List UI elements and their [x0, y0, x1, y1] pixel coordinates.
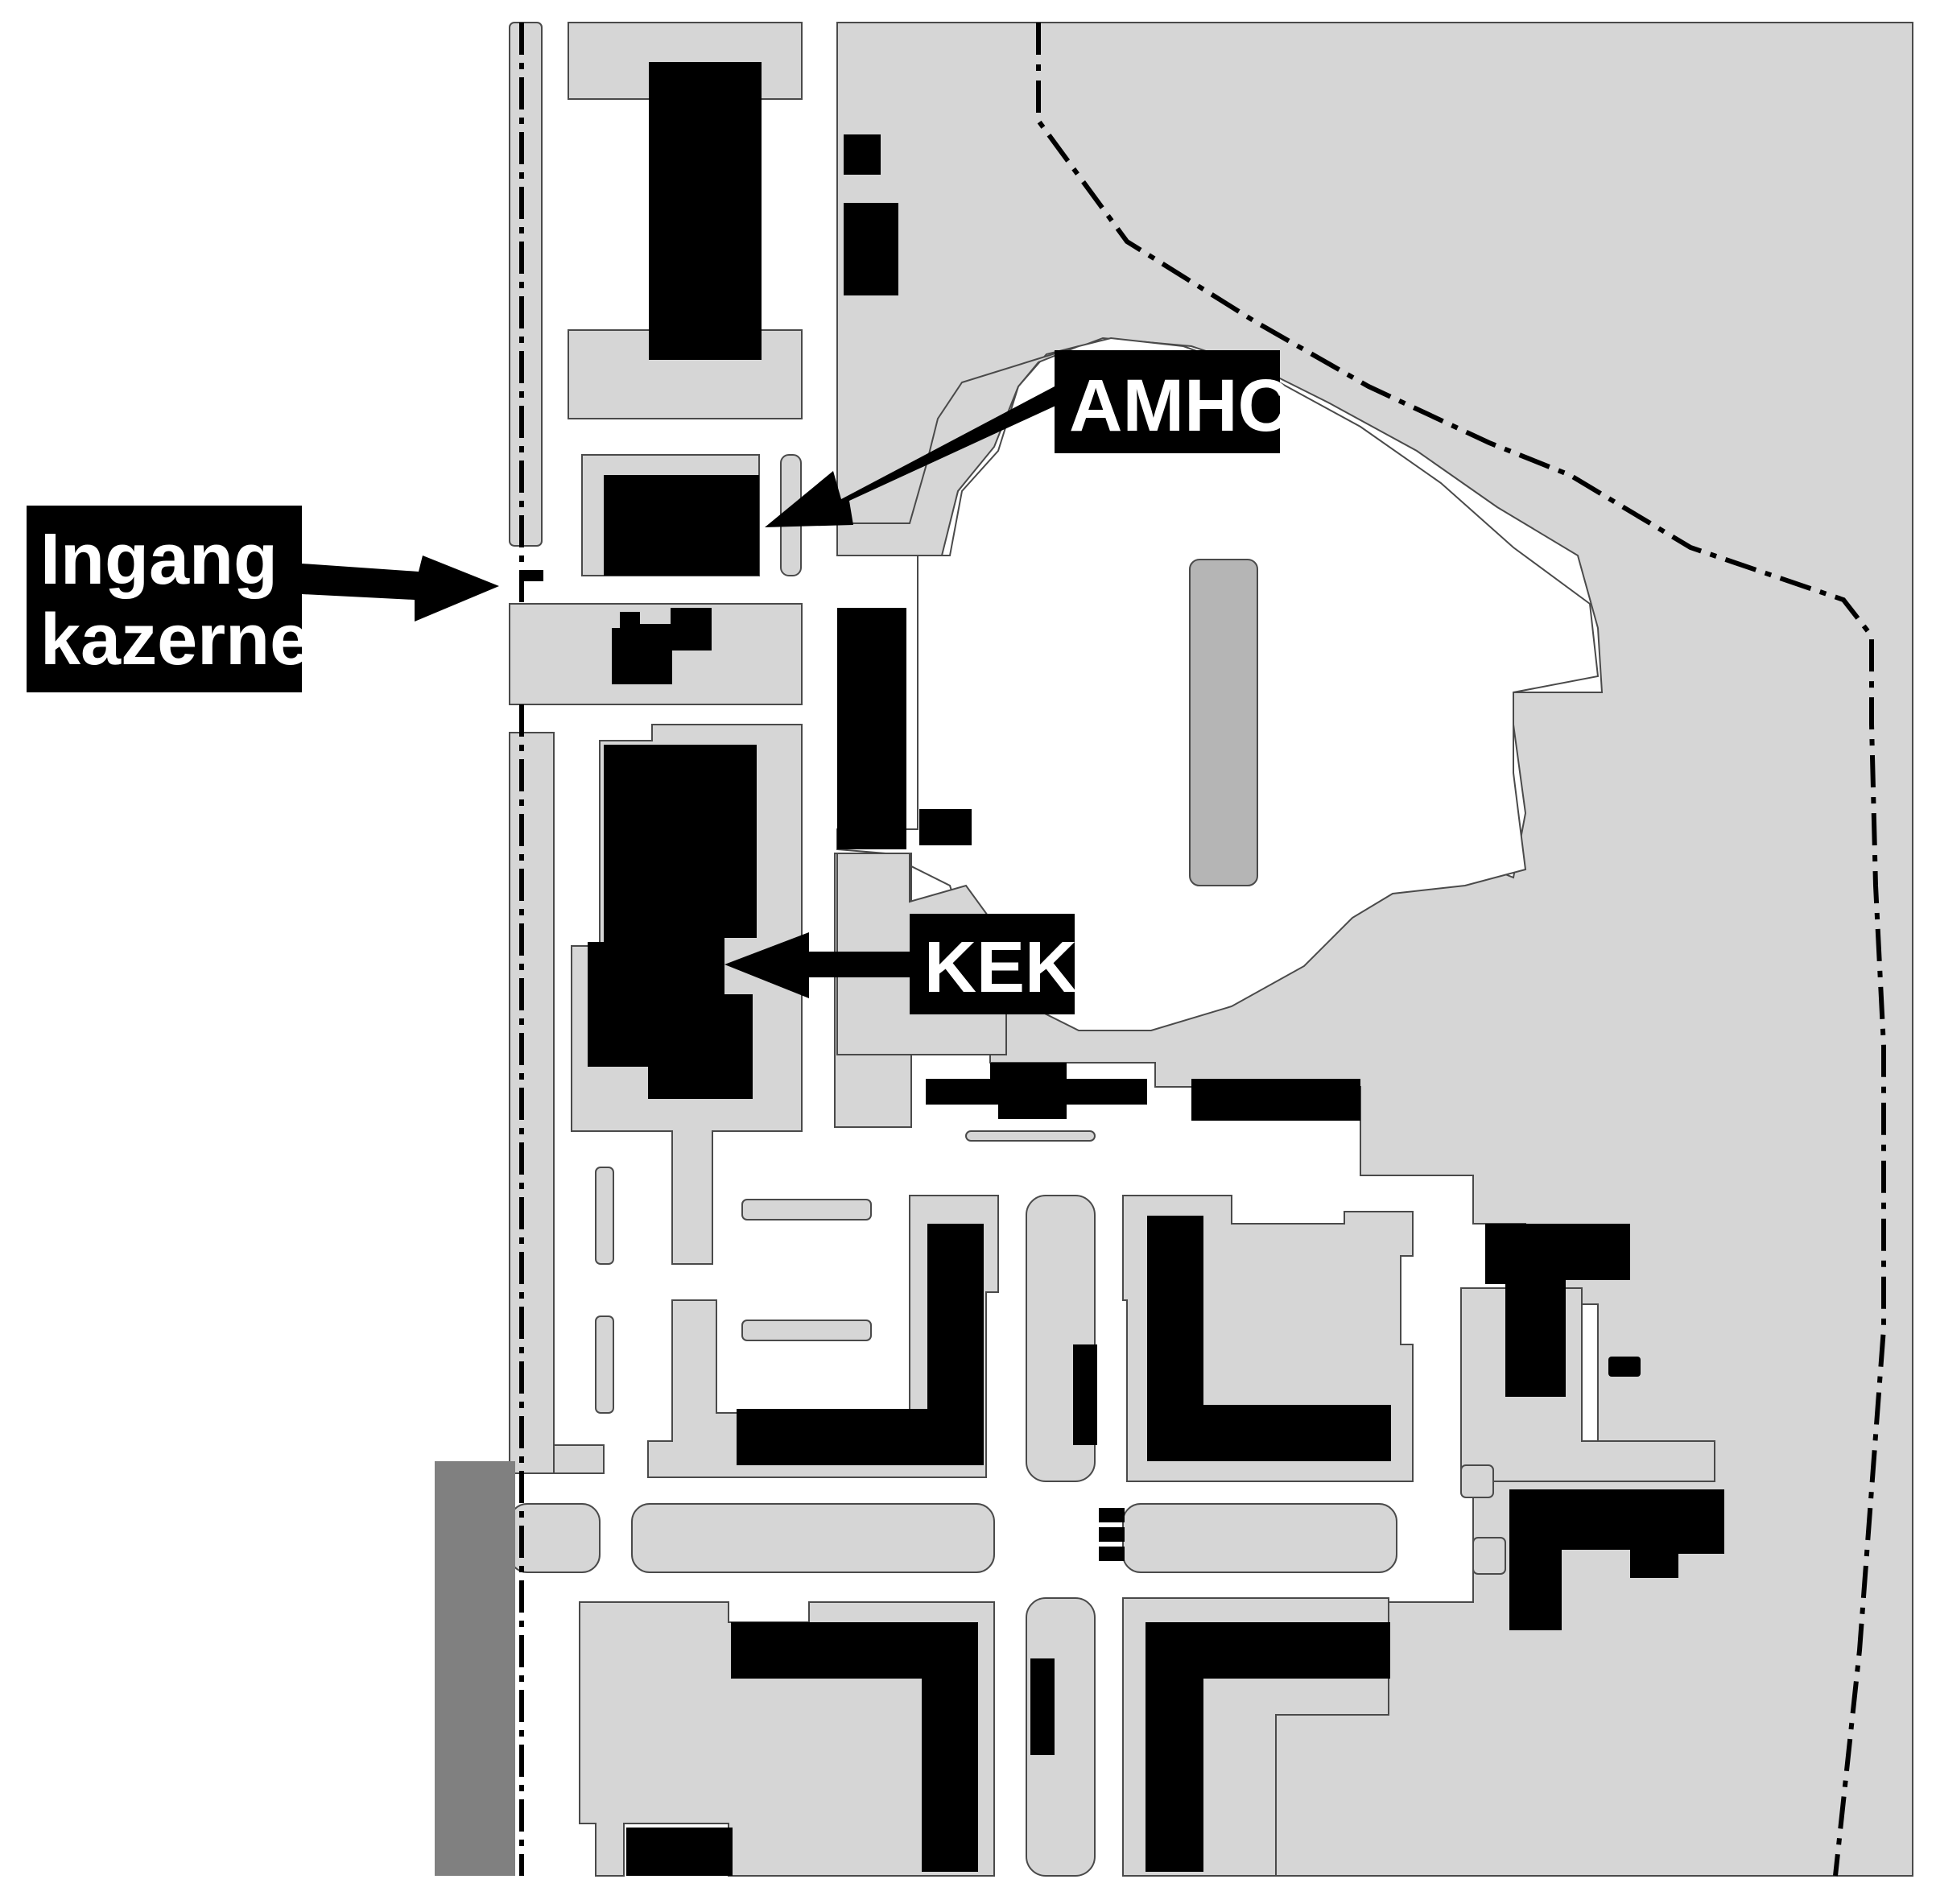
building-small-2	[844, 203, 898, 295]
label-entrance: Ingang kazerne	[27, 506, 310, 692]
building-southwest	[626, 1828, 733, 1876]
road-west-strip-lower	[509, 732, 555, 1474]
building-small-center	[1073, 1344, 1097, 1445]
buildings	[519, 62, 1724, 1876]
label-amhc-box	[1055, 350, 1280, 453]
label-entrance-line1: Ingang	[40, 519, 278, 600]
building-l-3	[731, 1622, 978, 1872]
building-southeast	[1509, 1489, 1724, 1630]
building-gate	[519, 570, 543, 581]
label-amhc: AMHC	[1055, 350, 1291, 453]
building-center-bar	[926, 1063, 1147, 1119]
building-small-south	[1030, 1658, 1055, 1755]
building-small-1	[844, 134, 881, 175]
building-small-3	[919, 809, 972, 845]
building-kek	[588, 745, 757, 1099]
building-l-2	[1147, 1216, 1391, 1461]
building-small-stack-3	[1099, 1547, 1125, 1561]
building-entrance-cluster	[612, 608, 712, 684]
dark-strip-west	[435, 1461, 515, 1876]
label-kek: KEK	[910, 914, 1077, 1014]
building-small-stack-1	[1099, 1508, 1125, 1522]
building-l-1	[737, 1224, 984, 1465]
label-entrance-line2: kazerne	[40, 600, 310, 680]
label-entrance-box	[27, 506, 302, 692]
building-north-long	[649, 62, 762, 360]
pad-row-mid	[631, 1503, 995, 1573]
building-amhc	[604, 475, 759, 576]
label-kek-box	[910, 914, 1075, 1014]
arrow-icon-amhc	[765, 386, 1063, 527]
road-west-corner	[553, 733, 605, 1474]
arrow-icon-kek	[724, 932, 914, 998]
pad-strip-4	[741, 1320, 872, 1341]
building-small-stack-2	[1099, 1527, 1125, 1542]
pad-strip-1	[595, 1167, 614, 1265]
pad-row-east	[1122, 1503, 1397, 1573]
arrow-icon-entrance	[302, 556, 499, 622]
building-t	[1485, 1224, 1630, 1397]
label-kek-text: KEK	[924, 927, 1077, 1008]
terrain-strip-c5	[1460, 1464, 1494, 1498]
pad-row-far-east	[1472, 1537, 1506, 1575]
pad-strip-2	[595, 1315, 614, 1414]
building-east-bar	[1191, 1079, 1360, 1121]
road-west-strip	[509, 22, 543, 547]
building-column-1	[837, 608, 906, 849]
boundary-line-east	[1036, 23, 1886, 1877]
pad-strip-5	[965, 1130, 1096, 1142]
pad-strip-3	[741, 1199, 872, 1220]
building-l-4	[1146, 1622, 1390, 1872]
label-amhc-text: AMHC	[1069, 365, 1291, 447]
building-small-east	[1608, 1357, 1641, 1377]
parking-area	[1189, 559, 1258, 886]
terrain-block-c1	[647, 1195, 999, 1478]
